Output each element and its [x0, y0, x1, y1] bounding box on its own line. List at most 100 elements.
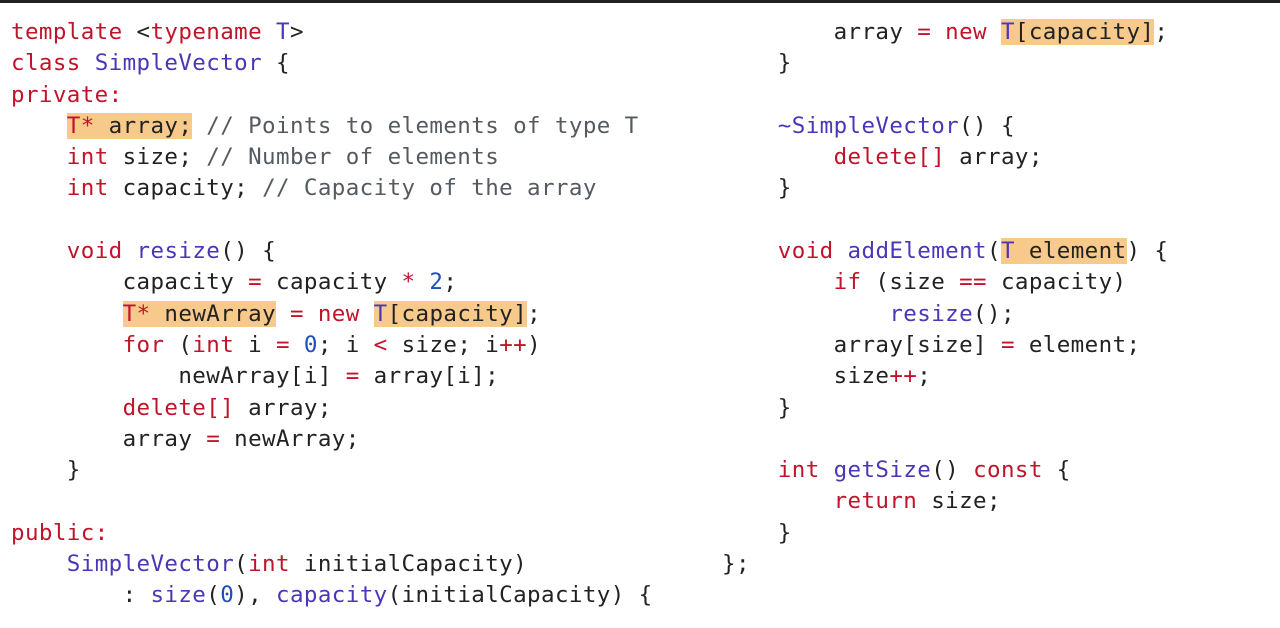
- code-line: [11, 205, 653, 236]
- code-token: [11, 175, 67, 201]
- code-line: array = new T[capacity];: [722, 17, 1168, 48]
- highlighted-token: T: [1000, 238, 1015, 265]
- code-token: (: [164, 331, 193, 358]
- code-token: <: [122, 19, 151, 45]
- code-token: i: [234, 331, 277, 358]
- highlighted-token: array;: [94, 112, 193, 139]
- code-token: [834, 238, 848, 264]
- operator-token: ++: [889, 363, 918, 390]
- code-token: capacity: [11, 269, 249, 296]
- code-line: return size;: [722, 486, 1168, 517]
- code-line: private:: [11, 80, 653, 111]
- code-token: array: [722, 19, 918, 45]
- code-token: };: [722, 551, 750, 578]
- code-token: }: [722, 50, 792, 77]
- code-line: int size; // Number of elements: [11, 142, 653, 173]
- keyword-token: void: [777, 238, 834, 265]
- code-line: SimpleVector(int initialCapacity): [11, 549, 653, 580]
- highlighted-token: [capacity]: [387, 300, 528, 327]
- keyword-token: class: [11, 50, 81, 77]
- code-line: [722, 205, 1168, 236]
- code-token: (size: [861, 269, 960, 296]
- code-token: ) {: [1126, 238, 1169, 265]
- keyword-token: delete[]: [833, 144, 946, 171]
- code-token: [987, 19, 1001, 45]
- code-line: for (int i = 0; i < size; i++): [11, 330, 653, 361]
- highlighted-token: T*: [66, 112, 95, 139]
- code-line: delete[] array;: [722, 142, 1168, 173]
- function-name-token: ~SimpleVector: [777, 112, 960, 139]
- code-token: [290, 332, 304, 358]
- keyword-token: int: [66, 144, 109, 171]
- code-token: [262, 19, 276, 45]
- keyword-token: new: [945, 19, 987, 45]
- operator-token: ==: [959, 269, 988, 296]
- code-token: ();: [973, 300, 1015, 327]
- function-name-token: getSize: [833, 457, 932, 484]
- function-name-token: addElement: [847, 238, 988, 265]
- top-border: [0, 0, 1280, 3]
- code-line: [11, 486, 653, 517]
- operator-token: *: [401, 269, 416, 296]
- code-token: [722, 269, 834, 295]
- highlighted-token: [capacity]: [1014, 19, 1155, 45]
- operator-token: =: [917, 19, 932, 45]
- code-line: T* array; // Points to elements of type …: [11, 111, 653, 142]
- code-line: : size(0), capacity(initialCapacity) {: [11, 580, 653, 611]
- code-token: (: [234, 551, 249, 578]
- code-token: (initialCapacity) {: [387, 582, 653, 609]
- operator-token: =: [345, 363, 360, 390]
- code-line: array = newArray;: [11, 424, 653, 455]
- code-token: [11, 301, 123, 327]
- keyword-token: public:: [11, 519, 109, 546]
- code-line: };: [722, 549, 1168, 580]
- code-token: newArray[i]: [11, 363, 346, 390]
- code-token: array[i];: [359, 363, 500, 390]
- keyword-token: typename: [150, 19, 263, 45]
- keyword-token: int: [248, 551, 290, 578]
- code-token: ;: [443, 269, 458, 296]
- code-line: void addElement(T element) {: [722, 236, 1168, 267]
- code-pane-left: template <typename T>class SimpleVector …: [11, 17, 653, 612]
- number-token: 2: [429, 269, 444, 296]
- highlighted-token: T*: [122, 300, 151, 327]
- code-token: [722, 144, 834, 170]
- highlighted-token: element: [1014, 238, 1127, 265]
- code-token: [722, 301, 889, 327]
- code-line: capacity = capacity * 2;: [11, 267, 653, 298]
- code-line: size++;: [722, 361, 1168, 392]
- number-token: 0: [303, 331, 318, 358]
- code-token: }: [722, 519, 792, 546]
- comment-token: // Capacity of the array: [262, 175, 597, 202]
- code-line: int getSize() const {: [722, 455, 1168, 486]
- code-token: [11, 238, 67, 264]
- code-token: size;: [917, 488, 1001, 515]
- function-name-token: resize: [136, 238, 221, 265]
- keyword-token: return: [833, 488, 918, 515]
- operator-token: =: [248, 269, 263, 296]
- code-line: int capacity; // Capacity of the array: [11, 173, 653, 204]
- code-token: [304, 301, 318, 327]
- code-token: ): [527, 331, 542, 358]
- code-line: ~SimpleVector() {: [722, 111, 1168, 142]
- code-token: [11, 113, 67, 139]
- function-name-token: SimpleVector: [94, 50, 263, 77]
- code-token: element;: [1014, 331, 1141, 358]
- code-token: {: [262, 50, 290, 77]
- keyword-token: delete[]: [122, 394, 235, 421]
- code-token: capacity: [262, 269, 402, 296]
- code-token: [360, 301, 374, 327]
- code-token: array: [11, 425, 207, 452]
- code-line: }: [11, 455, 653, 486]
- keyword-token: void: [66, 238, 123, 265]
- code-token: ),: [234, 582, 277, 609]
- code-token: :: [11, 582, 151, 609]
- code-token: array;: [234, 394, 332, 421]
- type-token: T: [276, 19, 290, 45]
- code-token: [123, 238, 137, 264]
- code-token: capacity;: [108, 175, 263, 202]
- code-token: [931, 19, 945, 45]
- keyword-token: const: [973, 457, 1043, 484]
- operator-token: =: [1000, 331, 1015, 358]
- code-token: [722, 113, 778, 139]
